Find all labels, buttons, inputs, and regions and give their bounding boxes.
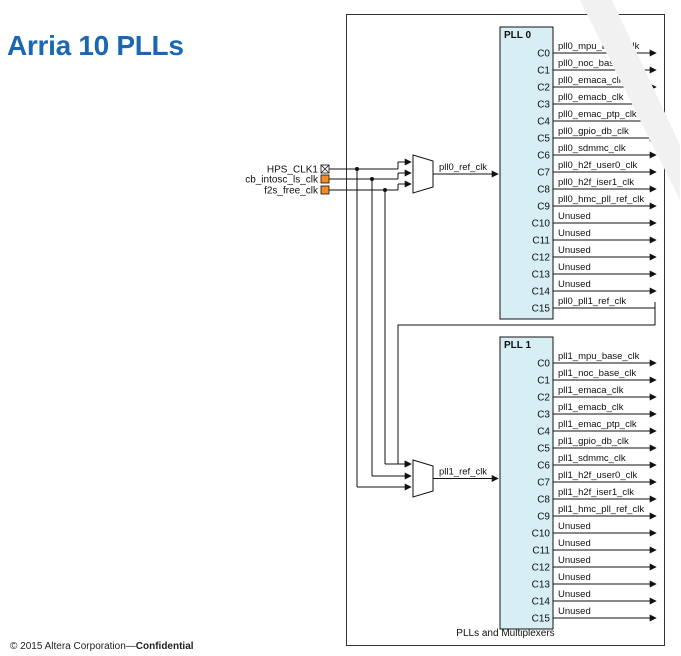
diagram-frame	[346, 14, 665, 646]
input-label-1: cb_intosc_ls_clk	[245, 175, 319, 186]
pll-port-label: C10	[532, 529, 551, 540]
pll-output-label: pll0_emaca_clk	[558, 75, 624, 86]
pll-port-label: C9	[537, 512, 550, 523]
pll-port-label: C7	[537, 168, 550, 179]
pll-port-label: C2	[537, 83, 550, 94]
pll-port-label: C5	[537, 444, 550, 455]
slide-title: Arria 10 PLLs	[7, 30, 184, 61]
multiplexers: pll0_ref_clk pll1_ref_clk	[412, 154, 499, 498]
pll-port-label: C1	[537, 66, 550, 77]
pll-output-label: pll0_gpio_db_clk	[558, 126, 629, 137]
pll-port-label: C14	[532, 597, 551, 608]
pll-port-label: C6	[537, 151, 550, 162]
footer-confidential: Confidential	[135, 641, 194, 652]
junction-dot	[355, 167, 359, 171]
pll-port-label: C13	[532, 580, 551, 591]
pll-output-label: Unused	[558, 521, 591, 532]
pll-port-label: C12	[532, 563, 551, 574]
pll-port-label: C0	[537, 359, 550, 370]
pll-output-label: pll0_emacb_clk	[558, 92, 624, 103]
pll-output-label: pll1_gpio_db_clk	[558, 436, 629, 447]
diagram-caption: PLLs and Multiplexers	[456, 628, 555, 639]
pll-output-label: Unused	[558, 589, 591, 600]
pll-output-label: pll1_emacb_clk	[558, 402, 624, 413]
pll-output-label: pll0_pll1_ref_clk	[558, 296, 626, 307]
wires	[329, 158, 656, 491]
pll0-feedback-wire	[397, 302, 656, 468]
pll-port-label: C8	[537, 495, 550, 506]
pll-port-label: C14	[532, 287, 551, 298]
input-port-square	[320, 174, 330, 184]
mux-label-1: pll1_ref_clk	[439, 467, 487, 478]
pll-port-label: C4	[537, 117, 550, 128]
pll-output-label: Unused	[558, 228, 591, 239]
pll-port-label: C1	[537, 376, 550, 387]
pll-port-label: C3	[537, 410, 550, 421]
pll-output-label: Unused	[558, 538, 591, 549]
pll-port-label: C4	[537, 427, 550, 438]
pll-output-label: pll1_noc_base_clk	[558, 368, 636, 379]
pll-output-label: Unused	[558, 211, 591, 222]
pll-output-label: Unused	[558, 572, 591, 583]
pll-output-label: pll1_emac_ptp_clk	[558, 419, 637, 430]
pll-output-label: Unused	[558, 555, 591, 566]
pll-output-label: pll1_hmc_pll_ref_clk	[558, 504, 644, 515]
junction-dot	[383, 188, 387, 192]
mux-1	[412, 459, 434, 498]
pll-port-label: C7	[537, 478, 550, 489]
pll-port-label: C10	[532, 219, 551, 230]
pll-port-label: C8	[537, 185, 550, 196]
pll-port-label: C9	[537, 202, 550, 213]
pll-block-1	[499, 336, 554, 630]
input-label-0: HPS_CLK1	[267, 165, 319, 176]
mux-label-0: pll0_ref_clk	[439, 162, 487, 173]
pll-output-label: pll0_h2f_user0_clk	[558, 160, 637, 171]
pll-port-label: C13	[532, 270, 551, 281]
pll-port-label: C15	[532, 304, 551, 315]
input-port-cross	[320, 164, 330, 174]
mux-0	[412, 154, 434, 194]
input-label-2: f2s_free_clk	[264, 186, 319, 197]
pll-port-label: C11	[532, 546, 550, 557]
pll-output-label: pll0_emac_ptp_clk	[558, 109, 637, 120]
footer-copyright: © 2015 Altera Corporation—	[10, 641, 136, 652]
pll-output-label: Unused	[558, 279, 591, 290]
pll-port-label: C5	[537, 134, 550, 145]
pll-output-label: pll0_h2f_iser1_clk	[558, 177, 634, 188]
pll-port-label: C12	[532, 253, 551, 264]
pll-output-label: pll0_sdmmc_clk	[558, 143, 626, 154]
pll-port-label: C15	[532, 614, 551, 625]
pll-output-label: Unused	[558, 262, 591, 273]
pll-output-label: pll1_sdmmc_clk	[558, 453, 626, 464]
pll-port-label: C3	[537, 100, 550, 111]
pll-output-label: Unused	[558, 245, 591, 256]
pll-output-label: pll0_mpu_base_clk	[558, 41, 640, 52]
input-port-square	[320, 185, 330, 195]
junction-dot	[370, 177, 374, 181]
pll-output-label: pll0_noc_base_clk	[558, 58, 636, 69]
pll-port-label: C11	[532, 236, 550, 247]
pll-title-1: PLL 1	[504, 340, 531, 351]
pll-port-label: C6	[537, 461, 550, 472]
pll-port-label: C0	[537, 49, 550, 60]
pll-block-0	[499, 26, 554, 320]
pll-title-0: PLL 0	[504, 30, 531, 41]
footer: © 2015 Altera Corporation—Confidential	[10, 641, 194, 652]
pll-output-label: Unused	[558, 606, 591, 617]
pll-port-label: C2	[537, 393, 550, 404]
pll-output-label: pll1_mpu_base_clk	[558, 351, 640, 362]
pll-output-label: pll1_emaca_clk	[558, 385, 624, 396]
pll-output-label: pll1_h2f_iser1_clk	[558, 487, 634, 498]
pll-output-label: pll1_h2f_user0_clk	[558, 470, 637, 481]
pll-output-label: pll0_hmc_pll_ref_clk	[558, 194, 644, 205]
